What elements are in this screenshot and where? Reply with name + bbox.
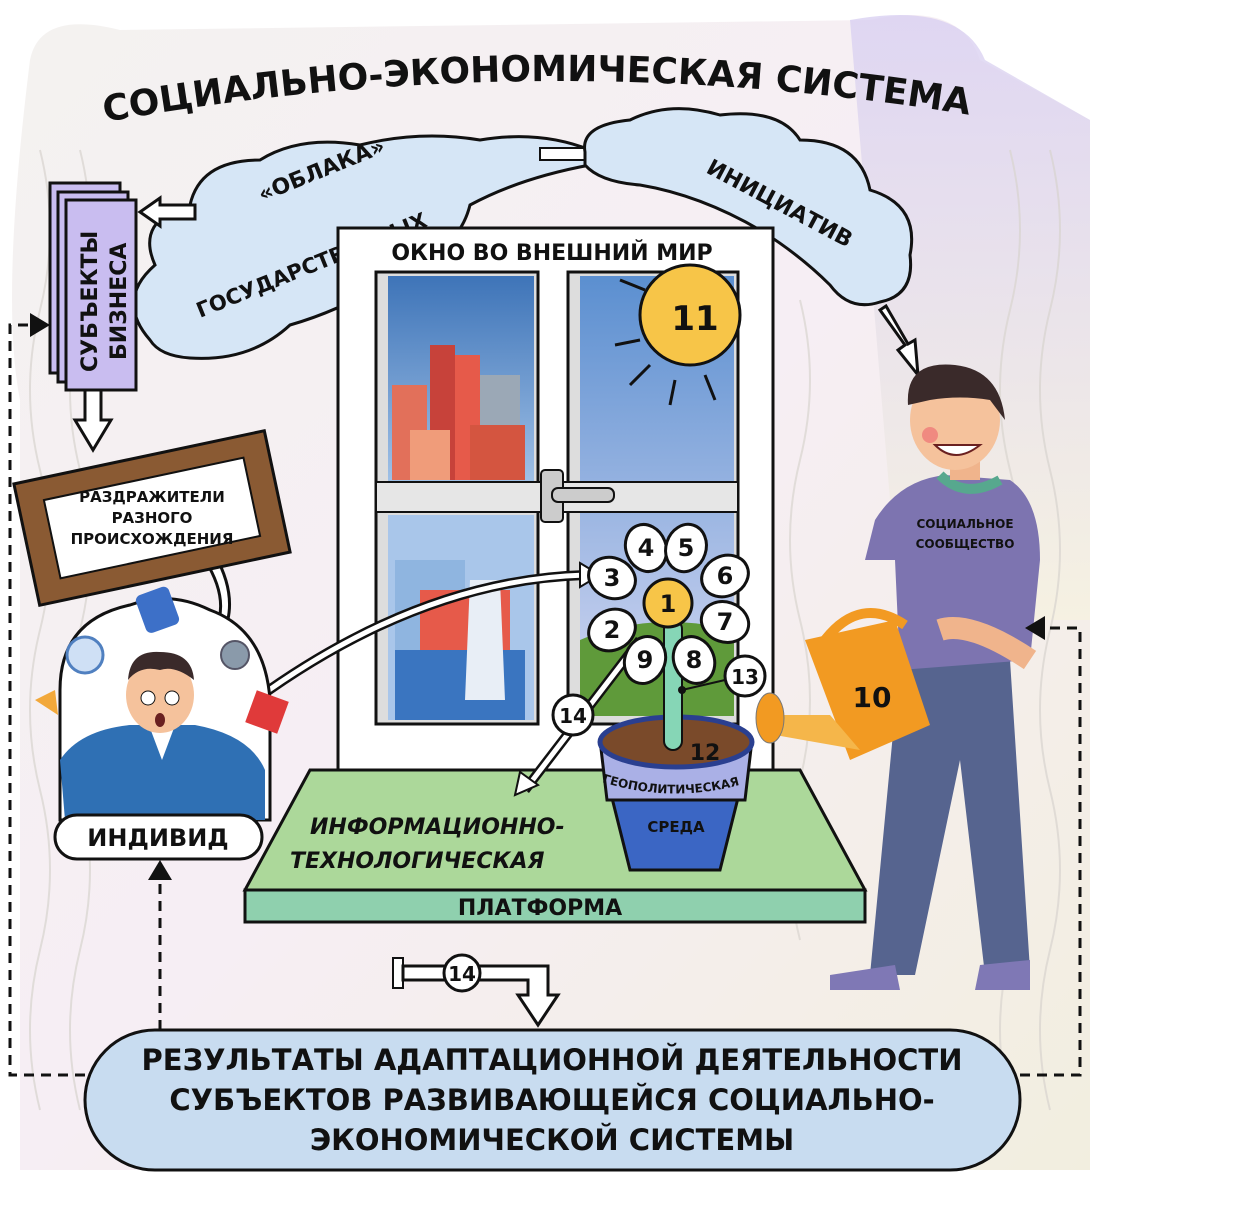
alarm-clock-icon <box>65 635 105 675</box>
flower-center <box>642 577 694 629</box>
platform-line2: ТЕХНОЛОГИЧЕСКАЯ <box>290 849 544 874</box>
arrowhead-individual <box>148 860 172 880</box>
flower-petal-number: 9 <box>637 646 654 674</box>
business-label-line1: СУБЪЕКТЫ <box>78 231 103 372</box>
person-shirt <box>865 475 1040 670</box>
platform: ИНФОРМАЦИОННО- ТЕХНОЛОГИЧЕСКАЯ ПЛАТФОРМА <box>242 768 868 924</box>
cloud-connector <box>539 147 591 161</box>
shirt-line2: СООБЩЕСТВО <box>916 537 1015 551</box>
soil-number: 12 <box>690 741 721 766</box>
pipe-marker-label: 14 <box>448 962 476 986</box>
flower-petal-number: 6 <box>717 562 734 590</box>
shirt-line1: СОЦИАЛЬНОЕ <box>916 517 1013 531</box>
pot-line2: СРЕДА <box>647 818 705 836</box>
business-subjects-box: СУБЪЕКТЫ БИЗНЕСА <box>48 181 138 392</box>
flower-petal <box>664 522 708 574</box>
can-number: 10 <box>853 681 892 714</box>
cloud-initiatives <box>583 107 914 307</box>
results-line1: РЕЗУЛЬТАТЫ АДАПТАЦИОННОЙ ДЕЯТЕЛЬНОСТИ <box>142 1043 963 1077</box>
results-line2: СУБЪЕКТОВ РАЗВИВАЮЩЕЙСЯ СОЦИАЛЬНО- <box>169 1083 934 1117</box>
marker-13-label: 13 <box>731 665 759 689</box>
person-legs <box>870 660 1030 975</box>
individual: ИНДИВИД <box>35 586 289 861</box>
marker-14-label: 14 <box>559 704 587 728</box>
flower-petal <box>587 555 637 601</box>
feedback-dashed-lines <box>8 323 1082 1077</box>
sun-number: 11 <box>671 299 718 339</box>
stimuli-line3: ПРОИСХОЖДЕНИЯ <box>71 530 234 548</box>
arrow-cloud-to-business <box>137 195 197 229</box>
arrow-cloud-to-community <box>877 303 920 380</box>
stimuli-line1: РАЗДРАЖИТЕЛИ <box>79 488 225 506</box>
flower-petal <box>699 600 751 644</box>
flower-petal-number: 3 <box>604 564 621 592</box>
flower-petal <box>700 553 750 599</box>
city-buildings <box>392 345 525 720</box>
individual-suit <box>60 725 265 820</box>
results-line3: ЭКОНОМИЧЕСКОЙ СИСТЕМЫ <box>310 1123 794 1157</box>
individual-label-pill <box>53 813 264 861</box>
background-tint <box>850 15 1090 620</box>
alert-card-icon <box>245 690 289 734</box>
individual-head <box>126 657 194 733</box>
social-community-person: СОЦИАЛЬНОЕ СООБЩЕСТВО 10 <box>755 364 1040 990</box>
flower-petal-number: 2 <box>604 616 621 644</box>
flower-center-number: 1 <box>660 590 677 618</box>
sun: 11 <box>614 263 742 406</box>
bell-icon <box>35 690 58 715</box>
flower-petal <box>622 635 668 685</box>
gear-icon <box>220 640 250 670</box>
flower-petal-number: 5 <box>678 534 695 562</box>
flower-petal-number: 7 <box>717 608 734 636</box>
platform-band-label: ПЛАТФОРМА <box>458 896 622 921</box>
arrowhead-community <box>1025 616 1045 640</box>
flower-pot: ГЕОПОЛИТИЧЕСКАЯ СРЕДА 12 <box>597 714 755 872</box>
flower-petal <box>671 635 717 685</box>
platform-line1: ИНФОРМАЦИОННО- <box>310 815 565 840</box>
marker-14 <box>551 693 595 737</box>
flower-petal-number: 4 <box>638 534 655 562</box>
stimuli-line2: РАЗНОГО <box>112 509 193 527</box>
flower-petal <box>623 523 669 573</box>
phone-icon <box>135 586 180 633</box>
window-title: ОКНО ВО ВНЕШНИЙ МИР <box>391 240 712 266</box>
arrow-business-to-stimuli <box>72 388 114 453</box>
watering-can: 10 <box>755 608 930 760</box>
business-label-line2: БИЗНЕСА <box>107 243 132 360</box>
flower-petal <box>587 607 637 653</box>
marker-13 <box>723 654 767 698</box>
window: ОКНО ВО ВНЕШНИЙ МИР <box>336 226 775 775</box>
arrowhead-business <box>30 313 50 337</box>
results-box: РЕЗУЛЬТАТЫ АДАПТАЦИОННОЙ ДЕЯТЕЛЬНОСТИ СУ… <box>83 1028 1022 1172</box>
stimuli-frame: РАЗДРАЖИТЕЛИ РАЗНОГО ПРОИСХОЖДЕНИЯ <box>12 428 292 608</box>
individual-label: ИНДИВИД <box>87 824 228 852</box>
flower-petal-number: 8 <box>686 646 703 674</box>
pipe-arrow-14: 14 <box>392 953 561 1028</box>
